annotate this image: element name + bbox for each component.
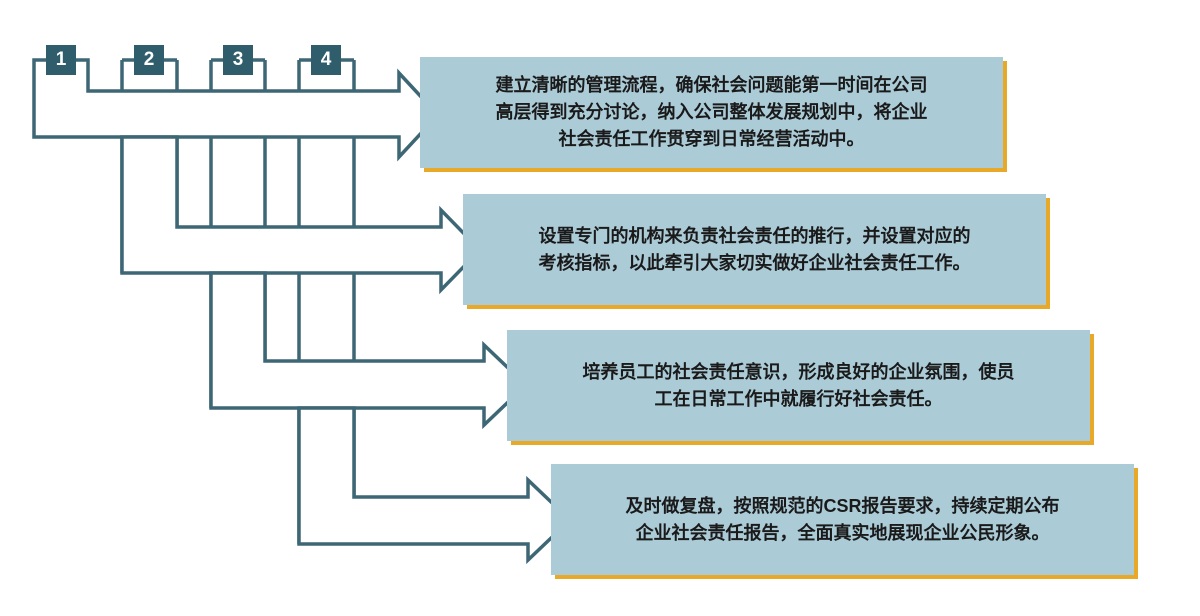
- card-text-line: 建立清晰的管理流程，确保社会问题能第一时间在公司: [495, 75, 928, 96]
- card-text-part: 及时做复盘，按照规范的: [625, 495, 824, 517]
- csr-term: CSR: [823, 495, 862, 516]
- card-text-part: 报告要求，持续定期公布: [861, 495, 1060, 517]
- step-card-3: 培养员工的社会责任意识，形成良好的企业氛围，使员 工在日常工作中就履行好社会责任…: [507, 330, 1090, 441]
- card-text-line: 企业社会责任报告，全面真实地展现企业公民形象。: [635, 522, 1050, 544]
- card-text-line: 培养员工的社会责任意识，形成良好的企业氛围，使员: [582, 361, 1015, 383]
- step-number-1: 1: [46, 45, 76, 75]
- step-number-2: 2: [134, 45, 164, 75]
- card-text-line: 设置专门的机构来负责社会责任的推行，并设置对应的: [538, 225, 971, 247]
- arrow-4: [297, 406, 573, 565]
- step-card-1: 建立清晰的管理流程，确保社会问题能第一时间在公司 高层得到充分讨论，纳入公司整体…: [420, 57, 1003, 168]
- step-card-4: 及时做复盘，按照规范的CSR报告要求，持续定期公布 企业社会责任报告，全面真实地…: [551, 464, 1134, 575]
- card-text-line: 考核指标，以此牵引大家切实做好企业社会责任工作。: [538, 252, 971, 274]
- step-card-2: 设置专门的机构来负责社会责任的推行，并设置对应的 考核指标，以此牵引大家切实做好…: [463, 194, 1046, 305]
- step-number-3: 3: [223, 45, 253, 75]
- step-number-4: 4: [311, 45, 341, 75]
- card-text-line: 社会责任工作贯穿到日常经营活动中。: [558, 129, 865, 150]
- arrow-1: [32, 58, 441, 162]
- card-text-line: 高层得到充分讨论，纳入公司整体发展规划中，将企业: [495, 102, 928, 123]
- card-text-line: 工在日常工作中就履行好社会责任。: [654, 388, 943, 410]
- arrow-2: [120, 135, 483, 295]
- card-text-line: 及时做复盘，按照规范的CSR报告要求，持续定期公布: [625, 493, 1059, 520]
